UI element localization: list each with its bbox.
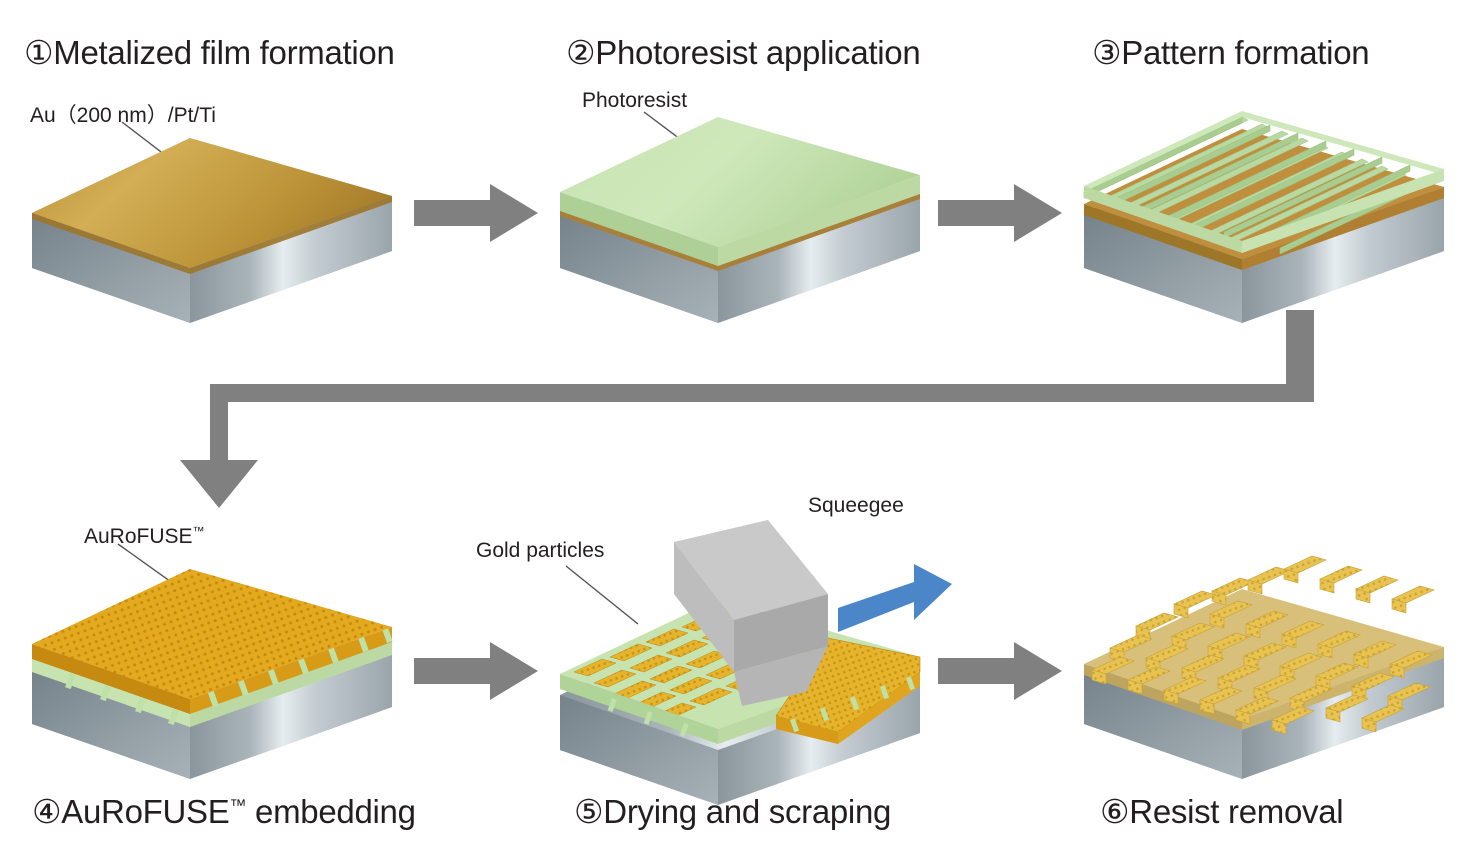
figure-step-6 — [1084, 555, 1444, 779]
step-3-title: ③Pattern formation — [1092, 34, 1370, 71]
arrow-right-blue-icon — [838, 564, 952, 632]
resist-pillars-right — [607, 676, 916, 737]
squeegee-left-face — [674, 542, 734, 672]
resist-wall-left — [1084, 186, 1242, 253]
substrate-front-face — [1242, 196, 1444, 323]
step-1-title: ①Metalized film formation — [24, 34, 395, 71]
resist-wall-right — [1242, 169, 1444, 253]
step-6-caption: ⑥Resist removal — [1100, 793, 1344, 830]
resist-front-face — [718, 175, 920, 266]
step-4-number: ④ — [32, 793, 62, 830]
step-4-caption-tail: embedding — [246, 793, 416, 830]
step-5-caption: ⑤Drying and scraping — [574, 793, 892, 830]
trademark-symbol: ™ — [229, 796, 247, 815]
substrate-left-face — [1084, 213, 1242, 323]
figure-step-1 — [32, 138, 392, 323]
annotation-squeegee: Squeegee — [808, 494, 904, 517]
annotation-aurofuse-text: AuRoFUSE — [84, 525, 193, 548]
substrate-front-face — [1242, 652, 1444, 779]
arrow-elbow-down-icon — [180, 310, 1314, 508]
gold-top-layer — [32, 138, 392, 268]
annotation-photoresist: Photoresist — [582, 89, 688, 112]
annotation-au-layer: Au（200 nm）/Pt/Ti — [30, 104, 216, 127]
substrate-front-face — [190, 196, 392, 323]
gold-edge-left — [1084, 204, 1242, 270]
gold-bumps — [1091, 555, 1435, 735]
paste-front-face — [190, 627, 392, 714]
annotation-aurofuse: AuRoFUSE™ — [84, 524, 205, 549]
figure-step-5 — [560, 520, 952, 805]
step-2-title: ②Photoresist application — [566, 34, 921, 71]
squeegee-bottom-edge — [734, 646, 828, 706]
substrate-left-face — [32, 669, 190, 779]
squeegee-top-face — [674, 520, 828, 620]
gold-base-left — [1084, 664, 1242, 730]
figure-step-4 — [32, 569, 393, 779]
substrate-left-face — [32, 213, 190, 323]
substrate-front-face — [190, 652, 392, 779]
gold-paste-top — [32, 569, 392, 699]
arrow-right-icon-1 — [414, 184, 538, 242]
arrow-right-icon-3 — [414, 642, 538, 700]
figure-step-2 — [560, 117, 920, 323]
squeegee-block[interactable] — [674, 520, 828, 706]
resist-left-face — [560, 674, 718, 744]
gold-edge-right — [1242, 187, 1444, 270]
paste-left-face — [32, 644, 190, 714]
arrow-right-icon-4 — [938, 642, 1062, 700]
trademark-symbol: ™ — [192, 524, 205, 538]
resist-grid — [1083, 111, 1444, 255]
annotation-gold-particles: Gold particles — [476, 539, 605, 562]
substrate-front-face — [718, 196, 920, 323]
step-4-caption-main: AuRoFUSE — [61, 793, 230, 830]
resist-pillars — [65, 626, 393, 726]
resist-left-face — [560, 192, 718, 266]
arrow-right-icon-2 — [938, 184, 1062, 242]
excess-paste-front — [838, 672, 920, 744]
substrate-left-face — [1084, 669, 1242, 779]
substrate-left-face — [560, 695, 718, 805]
substrate-left-face — [560, 213, 718, 323]
gold-rim-left — [32, 213, 190, 274]
gold-rim-right — [190, 196, 392, 274]
figure-step-3 — [1083, 111, 1444, 323]
resist-top-layer — [560, 117, 920, 247]
step-4-caption: ④AuRoFUSE™ embedding — [32, 792, 416, 831]
